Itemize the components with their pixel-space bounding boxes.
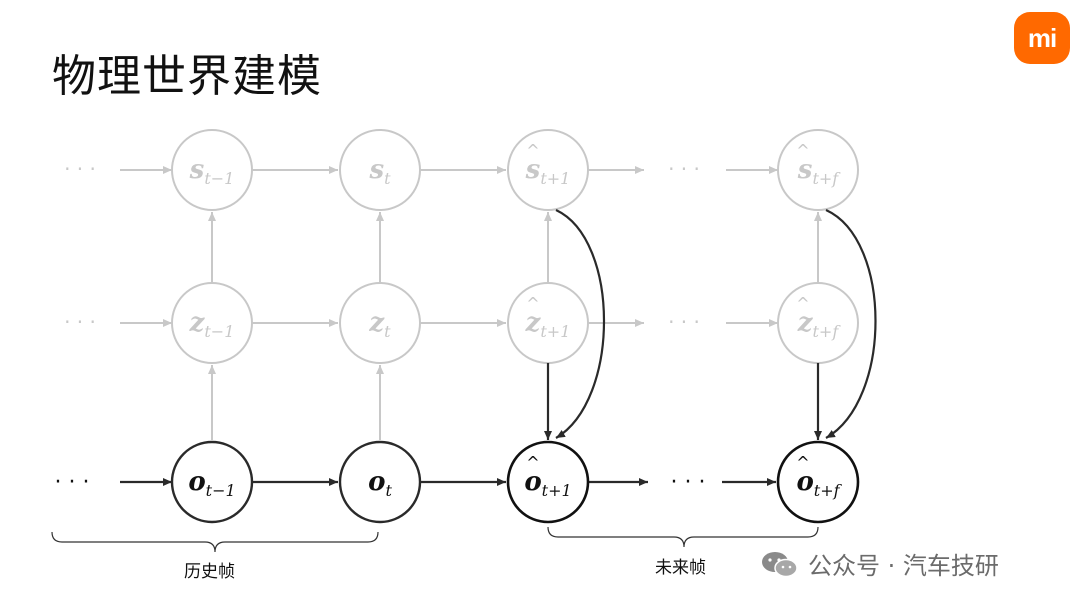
arrows-z-to-o [544, 363, 822, 440]
node-o-t: ot [338, 440, 422, 524]
ellipsis-s-mid: · · · [668, 157, 700, 181]
node-o-next: ^ ot+1 [506, 440, 590, 524]
arrows-o-to-z [208, 365, 384, 440]
node-z-t-sub: t [384, 322, 391, 341]
node-s-t: st [339, 129, 421, 211]
svg-text:st+f: st+f [797, 155, 841, 188]
node-z-next-sub: t+1 [540, 322, 570, 341]
ellipsis-z-left: · · · [64, 310, 96, 334]
row-o: · · · · · · ot−1 ot ^ ot+1 ^ [55, 440, 860, 524]
svg-text:st−1: st−1 [189, 155, 235, 188]
row-z: · · · · · · zt−1 zt ^ zt+1 ^ [64, 282, 859, 364]
node-s-t-sub: t [384, 169, 391, 188]
history-bracket [51, 531, 379, 553]
ellipsis-o-left: · · · [55, 470, 90, 495]
node-s-prev: st−1 [171, 129, 253, 211]
node-z-f: ^ zt+f [777, 282, 859, 364]
node-s-prev-base: s [189, 155, 205, 185]
svg-text:zt: zt [368, 308, 391, 341]
node-o-prev: ot−1 [170, 440, 254, 524]
node-o-f-sub: t+f [814, 481, 843, 500]
node-z-next: ^ zt+1 [507, 282, 589, 364]
svg-text:ot: ot [368, 467, 392, 500]
svg-text:ot+f: ot+f [796, 467, 842, 500]
node-o-f-base: o [796, 467, 813, 497]
node-z-next-base: z [525, 308, 542, 338]
hat-icon: ^ [526, 294, 539, 313]
hat-icon: ^ [796, 453, 809, 472]
node-o-prev-sub: t−1 [206, 481, 236, 500]
node-o-t-sub: t [385, 481, 392, 500]
row-s: · · · · · · st−1 st ^ st+1 ^ [64, 129, 859, 211]
svg-text:zt+f: zt+f [797, 308, 842, 341]
node-z-prev-base: z [189, 308, 206, 338]
svg-text:ot+1: ot+1 [524, 467, 571, 500]
node-o-next-base: o [524, 467, 541, 497]
node-s-prev-sub: t−1 [204, 169, 234, 188]
arrows-z-to-s [208, 212, 822, 282]
hat-icon: ^ [526, 453, 539, 472]
node-s-next: ^ st+1 [507, 129, 589, 211]
ellipsis-s-left: · · · [64, 157, 96, 181]
node-s-f-sub: t+f [812, 169, 841, 188]
svg-text:ot−1: ot−1 [188, 467, 235, 500]
node-o-t-base: o [368, 467, 385, 497]
xiaomi-logo: mi [1014, 12, 1070, 64]
wechat-icon [762, 551, 798, 577]
watermark: 公众号 · 汽车技研 [760, 546, 999, 581]
future-bracket [547, 526, 819, 548]
node-o-f: ^ ot+f [776, 440, 860, 524]
node-z-t: zt [339, 282, 421, 364]
ellipsis-z-mid: · · · [668, 310, 700, 334]
node-s-f: ^ st+f [777, 129, 859, 211]
curved-arrows-s-to-o [555, 208, 877, 439]
node-s-t-base: s [368, 155, 384, 185]
svg-text:zt−1: zt−1 [189, 308, 235, 341]
svg-text:zt+1: zt+1 [525, 308, 571, 341]
node-z-f-base: z [797, 308, 814, 338]
history-frames-label: 历史帧 [184, 562, 235, 582]
node-z-prev: zt−1 [171, 282, 253, 364]
node-s-f-base: s [797, 155, 813, 185]
hat-icon: ^ [526, 141, 539, 160]
ellipsis-o-mid: · · · [671, 470, 706, 495]
node-z-prev-sub: t−1 [204, 322, 234, 341]
hat-icon: ^ [796, 141, 809, 160]
node-s-next-base: s [525, 155, 541, 185]
watermark-text: 公众号 · 汽车技研 [808, 552, 999, 580]
page-title: 物理世界建模 [52, 51, 322, 102]
svg-text:st: st [368, 155, 391, 188]
hat-icon: ^ [796, 294, 809, 313]
node-z-t-base: z [368, 308, 385, 338]
node-o-next-sub: t+1 [542, 481, 572, 500]
node-z-f-sub: t+f [813, 322, 842, 341]
node-s-next-sub: t+1 [540, 169, 570, 188]
node-o-prev-base: o [188, 467, 205, 497]
svg-text:st+1: st+1 [525, 155, 571, 188]
future-frames-label: 未来帧 [655, 558, 706, 578]
